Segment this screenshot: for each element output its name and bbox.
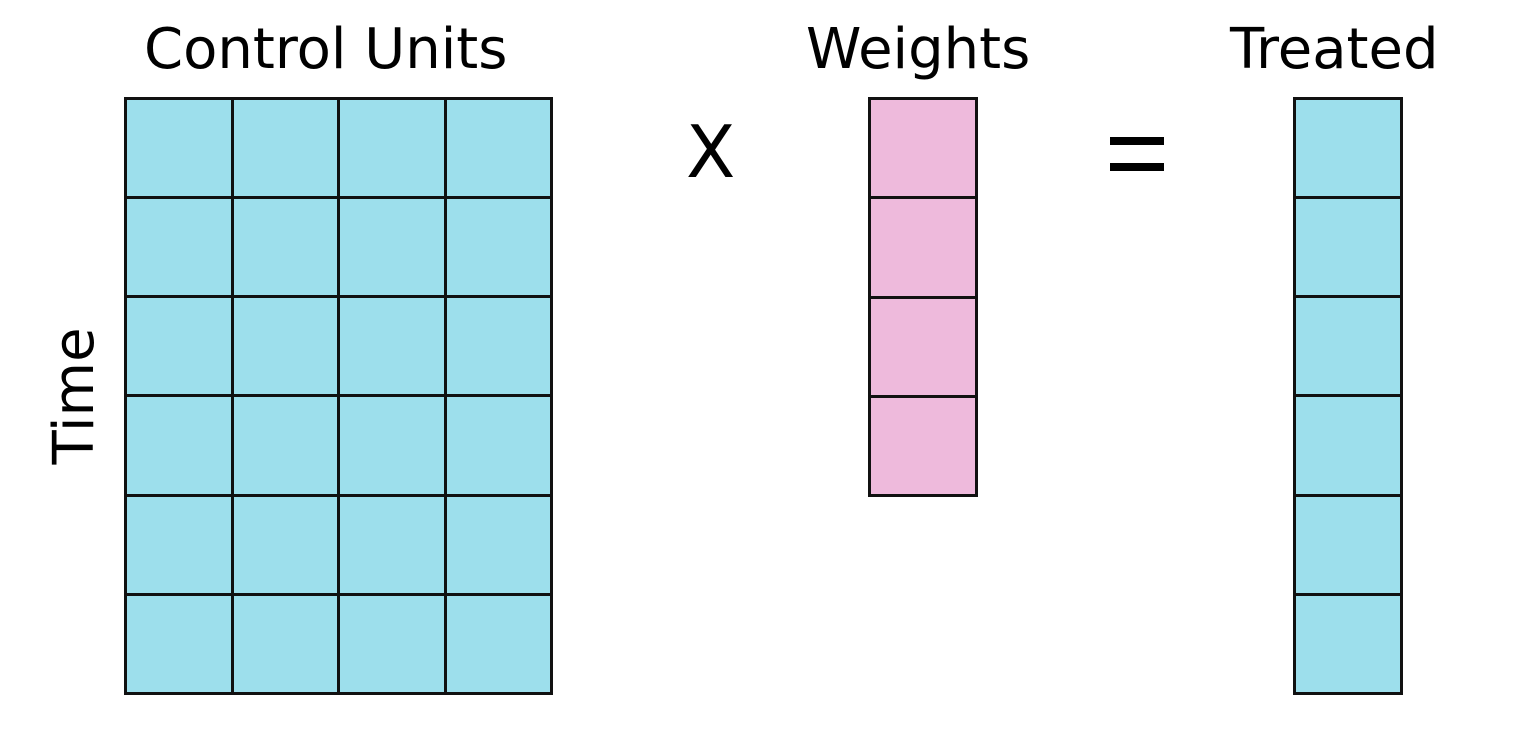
control-cell xyxy=(233,100,340,200)
control-cell xyxy=(127,199,234,299)
control-cell xyxy=(446,199,553,299)
treated-cell xyxy=(1296,595,1403,695)
control-cell xyxy=(127,595,234,695)
control-cell xyxy=(127,100,234,200)
equals-operator xyxy=(1110,137,1164,171)
weights-label: Weights xyxy=(806,17,1031,82)
control-cell xyxy=(233,496,340,596)
treated-label: Treated xyxy=(1230,17,1439,82)
control-cell xyxy=(340,199,447,299)
treated-cell xyxy=(1296,496,1403,596)
control-cell xyxy=(340,496,447,596)
control-cell xyxy=(233,397,340,497)
control-cell xyxy=(446,397,553,497)
multiply-operator: X xyxy=(686,110,736,194)
weights-cell xyxy=(871,298,978,398)
treated-cell xyxy=(1296,199,1403,299)
control-cell xyxy=(340,595,447,695)
control-units-matrix xyxy=(124,97,553,695)
weights-cell xyxy=(871,199,978,299)
control-cell xyxy=(127,298,234,398)
control-cell xyxy=(127,496,234,596)
weights-vector xyxy=(868,97,978,497)
control-cell xyxy=(446,100,553,200)
treated-cell xyxy=(1296,100,1403,200)
control-cell xyxy=(340,397,447,497)
control-cell xyxy=(233,199,340,299)
control-cell xyxy=(233,595,340,695)
weights-cell xyxy=(871,100,978,200)
control-units-label: Control Units xyxy=(144,17,508,82)
treated-cell xyxy=(1296,298,1403,398)
control-cell xyxy=(127,397,234,497)
control-cell xyxy=(446,595,553,695)
control-cell xyxy=(233,298,340,398)
control-cell xyxy=(446,496,553,596)
treated-vector xyxy=(1293,97,1403,695)
time-axis-label: Time xyxy=(42,327,107,465)
control-cell xyxy=(340,298,447,398)
control-cell xyxy=(446,298,553,398)
treated-cell xyxy=(1296,397,1403,497)
equals-bar-top xyxy=(1110,137,1164,145)
control-cell xyxy=(340,100,447,200)
weights-cell xyxy=(871,397,978,497)
equals-bar-bottom xyxy=(1110,163,1164,171)
